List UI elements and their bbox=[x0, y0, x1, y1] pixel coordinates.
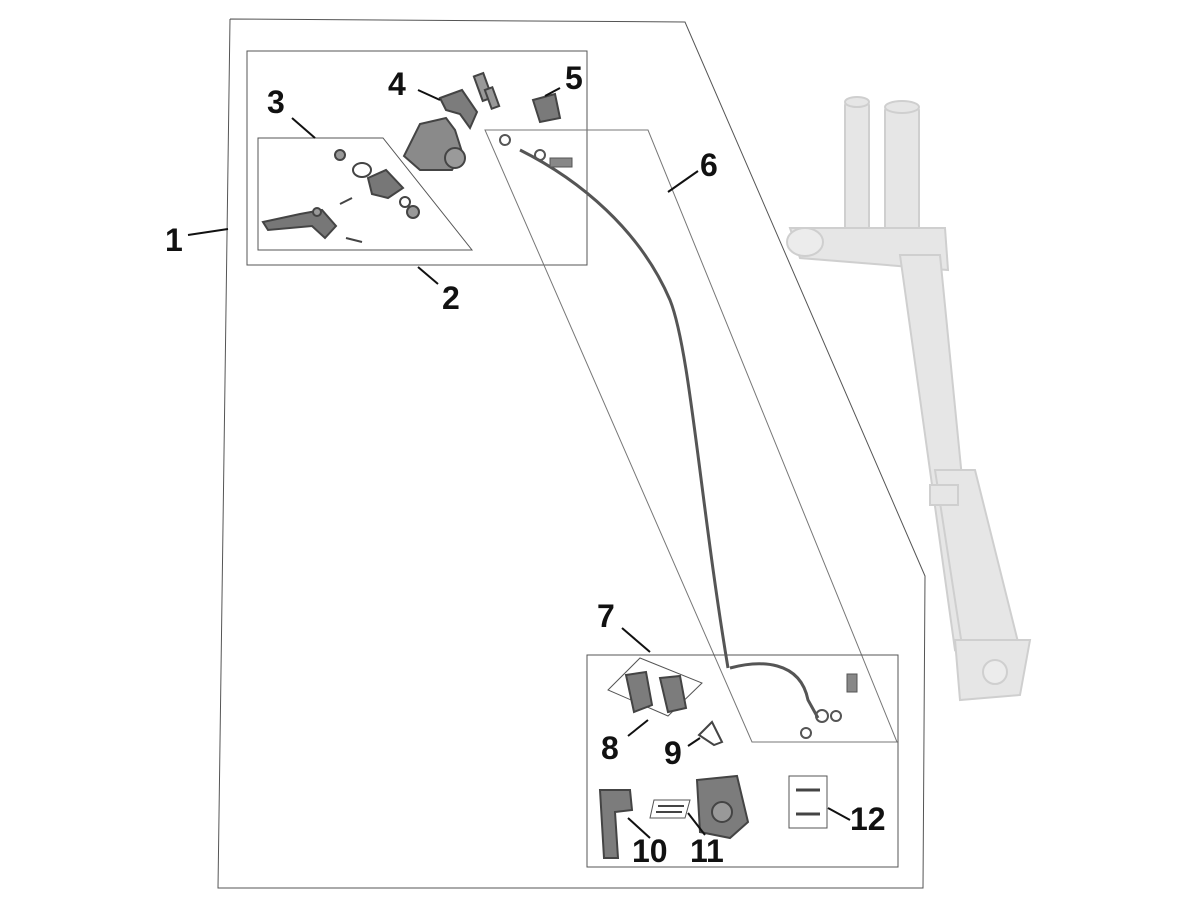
callout-1: 1 bbox=[165, 222, 183, 258]
front-fork-silhouette bbox=[786, 96, 1032, 702]
callout-7: 7 bbox=[597, 598, 615, 634]
master-cylinder-box bbox=[246, 50, 588, 266]
caliper-parts bbox=[598, 670, 820, 859]
caliper-box bbox=[586, 654, 899, 868]
bolt-box bbox=[788, 775, 828, 829]
callout-9: 9 bbox=[664, 735, 682, 771]
assembly-outline bbox=[217, 18, 926, 889]
callout-11: 11 bbox=[690, 833, 724, 869]
brake-hose bbox=[499, 134, 858, 739]
callout-6: 6 bbox=[700, 147, 718, 183]
callout-4: 4 bbox=[388, 66, 406, 102]
callout-8: 8 bbox=[601, 730, 619, 766]
callout-2: 2 bbox=[442, 280, 460, 316]
lever-subbox bbox=[257, 137, 474, 251]
brake-pad-box bbox=[607, 657, 703, 717]
hose-box bbox=[484, 129, 898, 743]
callout-12: 12 bbox=[850, 801, 886, 837]
leader-lines bbox=[187, 87, 851, 839]
master-cylinder-parts bbox=[261, 71, 562, 243]
callout-10: 10 bbox=[632, 833, 668, 869]
pin-box bbox=[649, 799, 691, 819]
callout-3: 3 bbox=[267, 84, 285, 120]
callout-5: 5 bbox=[565, 60, 583, 96]
